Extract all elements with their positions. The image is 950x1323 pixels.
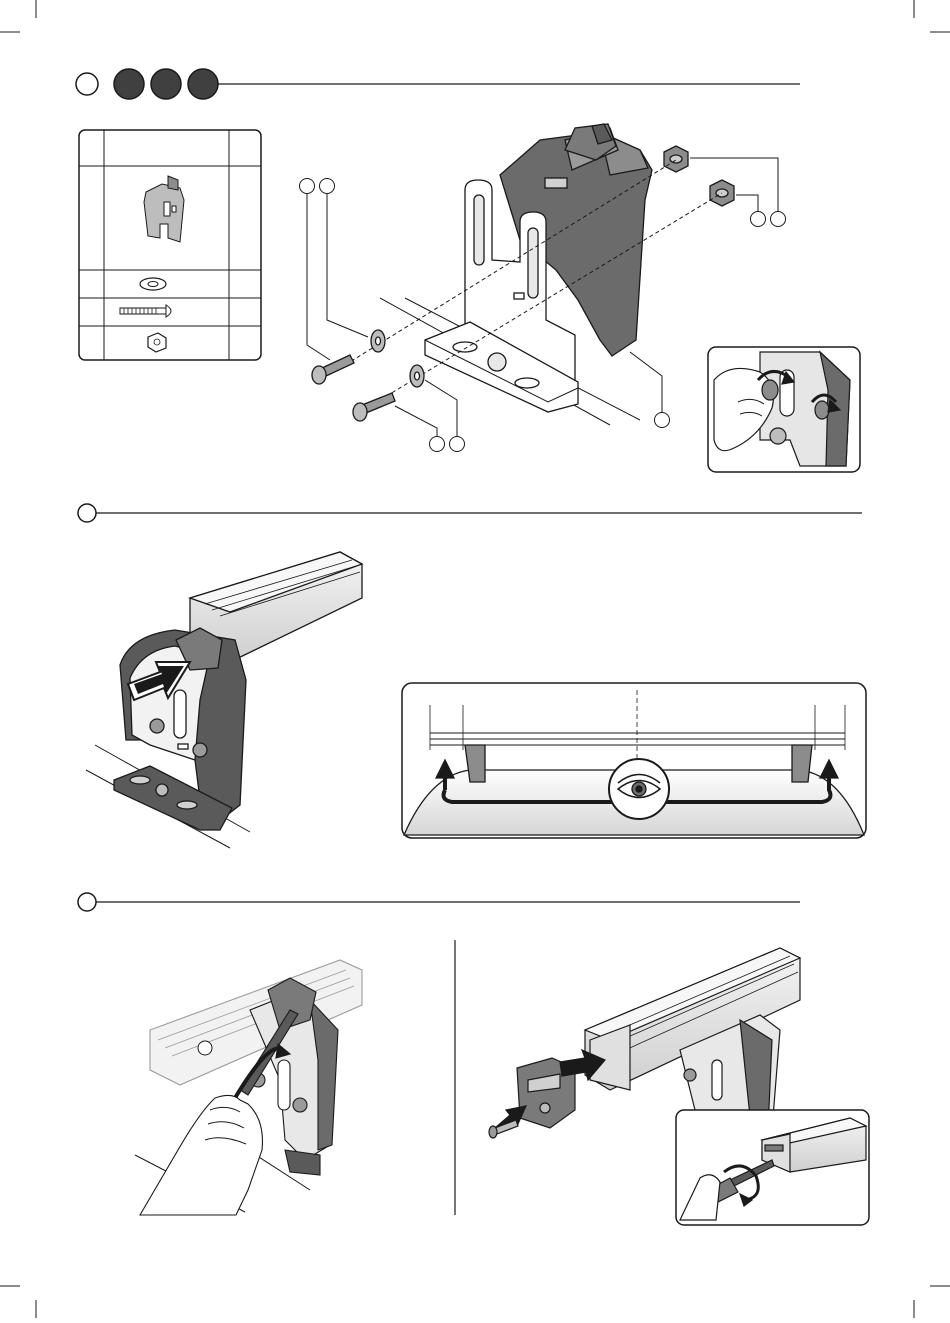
end-cap-screw-inset — [676, 1110, 869, 1225]
step-circle-empty — [76, 73, 98, 95]
washer-icon — [140, 278, 166, 290]
parts-table — [79, 130, 261, 360]
section-3-header — [78, 893, 800, 911]
eye-check-bar-alignment — [402, 683, 866, 838]
nut-icon — [148, 333, 166, 352]
step-circle-filled — [151, 69, 181, 99]
section-2-header — [78, 504, 862, 522]
section-1-header — [76, 69, 800, 99]
slide-bar-into-foot — [86, 552, 362, 848]
screwdriver-tighten-foot — [135, 960, 362, 1215]
step-circle-filled — [114, 69, 144, 99]
step-circle-empty — [78, 893, 96, 911]
step-circle-filled — [188, 69, 218, 99]
step-circle-empty — [78, 504, 96, 522]
hand-tighten-nuts-inset — [708, 347, 860, 472]
